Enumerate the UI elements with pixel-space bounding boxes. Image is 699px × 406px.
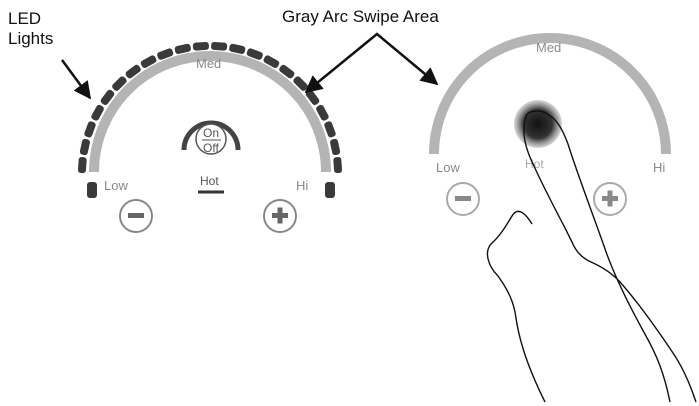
left-med-label: Med (196, 56, 221, 71)
right-low-label: Low (436, 160, 460, 175)
plus-icon-v (277, 207, 283, 224)
left-plus-button[interactable] (263, 199, 297, 233)
led-segment (87, 182, 97, 198)
right-hot-label: Hot (525, 157, 544, 171)
led-segment (324, 121, 336, 138)
led-arrow (60, 59, 92, 100)
left-minus-button[interactable] (119, 199, 153, 233)
led-segment (157, 48, 174, 60)
left-swipe-arc[interactable] (89, 51, 331, 173)
led-segment (229, 43, 246, 54)
swipe-callout: Gray Arc Swipe Area (282, 7, 439, 26)
led-segment (211, 41, 228, 51)
on-label: On (203, 126, 219, 140)
led-segment (293, 76, 308, 91)
hand-illustration (486, 110, 697, 403)
led-segment (325, 182, 335, 198)
right-plus-button[interactable] (593, 182, 627, 216)
on-off-button[interactable]: On Off (181, 120, 241, 155)
led-segment (125, 64, 141, 79)
led-segment (79, 138, 90, 156)
led-lights-ring (77, 41, 343, 198)
led-callout-line2: Lights (8, 29, 53, 48)
led-segment (330, 138, 341, 156)
off-label: Off (203, 141, 219, 155)
left-low-label: Low (104, 178, 128, 193)
led-segment (84, 121, 96, 138)
on-off-ring (181, 120, 241, 151)
minus-icon (128, 213, 144, 218)
led-segment (112, 76, 127, 91)
on-off-inner-circle (195, 123, 227, 155)
right-med-label: Med (536, 40, 561, 55)
led-segment (192, 41, 209, 51)
touch-point[interactable] (514, 100, 562, 148)
right-dial: Med Low Hi Hot (429, 33, 697, 403)
led-segment (279, 64, 295, 79)
right-minus-button[interactable] (446, 182, 480, 216)
left-hot-label: Hot (200, 174, 219, 188)
right-swipe-arc[interactable] (429, 33, 671, 155)
left-hot-indicator: Hot (198, 174, 224, 194)
led-segment (140, 55, 157, 68)
led-segment (246, 48, 263, 60)
led-segment (91, 104, 104, 121)
minus-icon (455, 196, 471, 201)
swipe-arrows (304, 32, 439, 94)
callouts: LED Lights Gray Arc Swipe Area (8, 7, 439, 100)
led-segment (77, 157, 87, 174)
left-dial: Med Low Hi On Off Hot (77, 41, 343, 233)
left-hi-label: Hi (296, 178, 308, 193)
led-segment (100, 89, 115, 106)
led-segment (316, 104, 329, 121)
right-hi-label: Hi (653, 160, 665, 175)
led-callout-line1: LED (8, 9, 41, 28)
led-segment (263, 55, 280, 68)
plus-icon-v (607, 190, 613, 207)
led-segment (174, 43, 191, 54)
led-segment (333, 157, 343, 174)
led-segment (305, 89, 320, 106)
